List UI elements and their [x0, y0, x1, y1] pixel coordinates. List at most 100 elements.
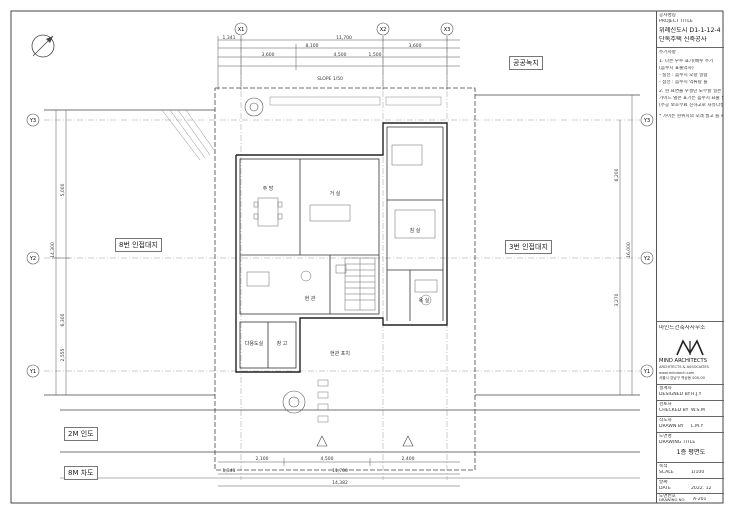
- dim-left-c: 2,555: [60, 348, 66, 361]
- drawn-label: 작도자: [659, 418, 672, 423]
- firm-address: 서울시 강남구 역삼동 000-00: [659, 376, 705, 380]
- scale-label-en: SCALE: [659, 470, 674, 475]
- dim-right-b: 16,000: [626, 242, 632, 258]
- dim-top-right: 3,600: [409, 43, 422, 49]
- dim-bottom-left: 1,341: [223, 468, 236, 474]
- dim-bottom-a: 2,100: [256, 456, 269, 462]
- room-storage: 창 고: [277, 340, 288, 347]
- slope-label: SLOPE 1/50: [317, 76, 343, 82]
- project-label-en: PROJECT TITLE: [659, 19, 693, 24]
- area-label-sidewalk: 2M 인도: [64, 427, 98, 441]
- designed-by: H.J.Y: [691, 392, 702, 397]
- divider: [657, 384, 724, 385]
- checked-by: W.S.M: [691, 408, 705, 413]
- divider: [657, 493, 724, 494]
- project-sub: 단독주택 신축공사: [659, 36, 707, 43]
- sheet-border: [10, 10, 724, 504]
- firm-sub: ARCHITECTS & ASSOCIATES: [659, 365, 709, 369]
- grid-label-x3: X3: [444, 27, 451, 33]
- grid-label-y2: Y2: [29, 256, 36, 262]
- dim-top-sub-b: 4,500: [334, 52, 347, 58]
- checked-label: 검토자: [659, 402, 672, 407]
- dim-left-total: 14,300: [50, 242, 56, 258]
- left-dimension-lines: [52, 110, 70, 395]
- note-5: 2. 현 표면을 우설던 노무할 일은: [659, 89, 722, 94]
- grid-bubbles: [26, 22, 654, 378]
- dim-top-total: 11,700: [336, 35, 352, 41]
- firm-name-en: MIND ARCHITECTS: [659, 358, 708, 364]
- grid-label-y1-right: Y1: [643, 369, 650, 375]
- note-2: (음수시 표출역사): [659, 66, 694, 71]
- date-label-en: DATE: [659, 486, 671, 491]
- tree-icon: [244, 97, 306, 414]
- date-label: 날짜: [659, 480, 668, 485]
- grid-label-y1: Y1: [29, 369, 36, 375]
- notes-label: 주기사항: [659, 50, 676, 55]
- drawing-title: 1층 평면도: [676, 449, 706, 456]
- shrubs: [269, 96, 442, 106]
- stepping-stones: [317, 379, 329, 423]
- north-arrow-icon: [31, 34, 55, 58]
- room-entrance: 현 관: [305, 295, 316, 302]
- divider: [657, 462, 724, 463]
- dim-bottom-overall: 14,382: [332, 480, 348, 486]
- dim-bottom-total: 11,700: [332, 468, 348, 474]
- drawing-title-label: 도면명: [659, 434, 672, 439]
- interior-walls: [239, 126, 444, 369]
- note-7: (주공 보호무료 진하고로 자유다실): [659, 103, 723, 108]
- divider: [657, 47, 724, 48]
- designed-label: 설계자: [659, 386, 672, 391]
- drawn-label-en: DRAWN BY: [659, 424, 684, 429]
- dim-bottom-c: 2,400: [402, 456, 415, 462]
- room-utility: 다용도실: [245, 340, 264, 347]
- dim-left-b: 6,300: [60, 313, 66, 326]
- room-kitchen: 주 방: [263, 185, 274, 192]
- divider: [657, 321, 724, 322]
- scale-value: 1/100: [691, 470, 705, 475]
- note-8: * 가이는 현위치의 오래 필고 를 로: [659, 114, 723, 119]
- area-label-green: 공공녹지: [509, 56, 543, 70]
- divider: [657, 416, 724, 417]
- project-name: 위례신도시 D1-1-12-4: [659, 27, 721, 34]
- title-block: 공사명칭 PROJECT TITLE 위례신도시 D1-1-12-4 단독주택 …: [656, 11, 724, 503]
- grid-label-y2-right: Y2: [643, 256, 650, 262]
- grid-label-y3: Y3: [29, 118, 36, 124]
- room-porch: 현관 포치: [330, 350, 350, 357]
- firm-url: www.mindarch.com: [659, 371, 695, 375]
- date-value: 2022. 12: [691, 486, 712, 491]
- room-living: 거 실: [330, 190, 341, 197]
- top-dimension-lines: [217, 36, 460, 90]
- drawing-no-label-en: DRAWING NO.: [659, 497, 686, 502]
- dim-bottom-b: 4,500: [321, 456, 334, 462]
- staircase: [344, 257, 376, 311]
- project-label: 공사명칭: [659, 13, 676, 18]
- drawing-title-label-en: DRAWING TITLE: [659, 440, 696, 445]
- entry-markers: [316, 435, 414, 447]
- area-label-right-lot: 3번 인접대지: [505, 240, 552, 254]
- grid-label-x2: X2: [380, 27, 387, 33]
- designed-label-en: DESIGNED BY: [659, 392, 691, 397]
- firm-logo-icon: [676, 339, 704, 356]
- divider: [657, 432, 724, 433]
- grid-lines: [44, 36, 640, 480]
- room-bedroom: 침 실: [410, 227, 421, 234]
- checked-label-en: CHECKED BY: [659, 408, 689, 413]
- dim-top-left: 1,341: [223, 35, 236, 41]
- dim-left-a: 5,000: [60, 183, 66, 196]
- slope-hatch: [161, 109, 215, 161]
- grid-label-y3-right: Y3: [643, 118, 650, 124]
- note-1: 1. 나은 우수 표기(배수 주기: [659, 59, 714, 64]
- room-bath: 욕 실: [419, 297, 430, 304]
- furniture: [246, 144, 438, 306]
- dim-right-c: 3,270: [614, 293, 620, 306]
- dim-top-sub-a: 3,600: [262, 52, 275, 58]
- area-label-left-lot: 8번 인접대지: [115, 238, 162, 252]
- scale-label: 축척: [659, 464, 668, 469]
- grid-label-x1: X1: [238, 27, 245, 33]
- dim-right-a: 6,200: [614, 168, 620, 181]
- building-outline: [235, 122, 448, 373]
- note-6: 가이드 별은 표기는 음수시 표출 필요: [659, 96, 723, 101]
- drawn-by: L.M.Y: [691, 424, 704, 429]
